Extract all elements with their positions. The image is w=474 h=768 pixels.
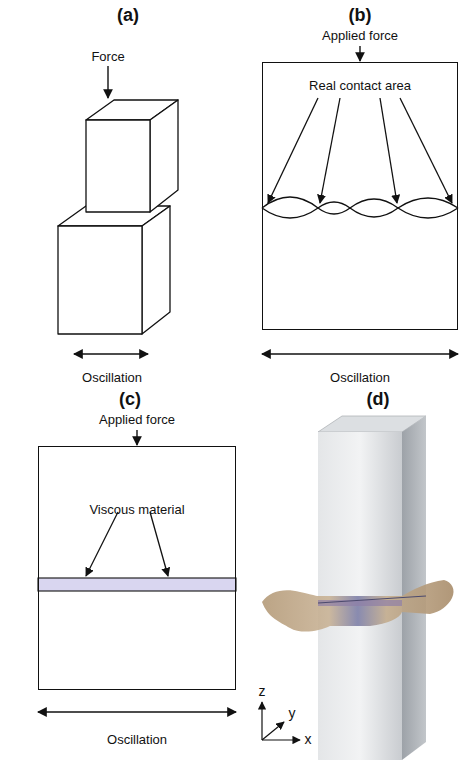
oscillation-label: Oscillation [330, 371, 390, 385]
oscillation-arrow [262, 353, 458, 354]
panel-letter: (a) [117, 6, 139, 26]
box-label: Viscous material [39, 503, 235, 517]
welded-specimen [262, 416, 454, 760]
panel-letter: (d) [367, 390, 390, 410]
axis-label: z [259, 684, 266, 699]
oscillation-label: Oscillation [82, 371, 142, 385]
oscillation-arrow [38, 711, 236, 712]
force-label: Applied force [99, 413, 175, 427]
force-label: Force [91, 50, 124, 64]
rough-interface [262, 197, 458, 218]
axis-triad [262, 702, 300, 740]
viscous-layer [38, 578, 236, 591]
panel-letter: (c) [119, 390, 141, 410]
force-arrow [136, 430, 137, 445]
process-box: Real contact area [262, 62, 458, 330]
force-arrow [359, 46, 360, 61]
cube-pair [58, 100, 178, 334]
panel-letter: (b) [349, 6, 372, 26]
force-arrow [107, 66, 108, 98]
oscillation-label: Oscillation [107, 733, 167, 747]
leader-arrows [268, 98, 452, 203]
axis-label: x [305, 732, 312, 747]
leader-arrows [86, 512, 168, 576]
oscillation-arrow [74, 353, 148, 354]
force-label: Applied force [322, 29, 398, 43]
box-label: Real contact area [263, 79, 457, 93]
process-box: Viscous material [38, 446, 236, 690]
axis-label: y [289, 706, 296, 721]
